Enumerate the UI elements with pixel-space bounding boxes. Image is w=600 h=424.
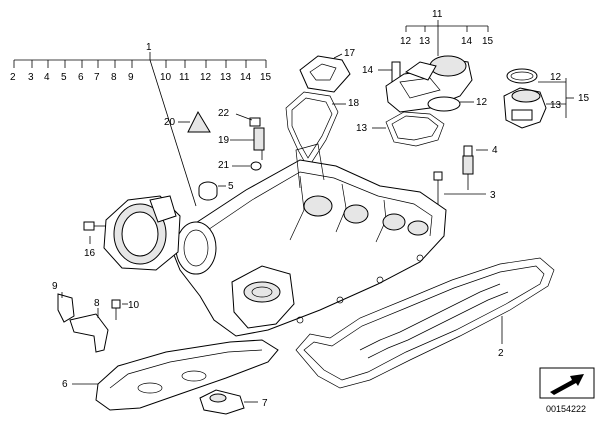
reference-number: 00154222 xyxy=(546,404,586,414)
row-label: 12 xyxy=(200,72,212,83)
part-7-clip xyxy=(199,389,258,415)
row-label: 4 xyxy=(44,72,50,83)
row-label: 13 xyxy=(220,72,232,83)
row-label: 8 xyxy=(111,72,117,83)
callout-16: 16 xyxy=(84,248,96,259)
part-10-bolt xyxy=(111,299,128,320)
callout-20: 20 xyxy=(164,117,176,128)
callout-12-right: 12 xyxy=(550,72,562,83)
part-8-bracket xyxy=(69,308,109,353)
callout-18: 18 xyxy=(348,98,360,109)
part-13-gasket xyxy=(372,111,445,147)
top-left-row-labels: 2 3 4 5 6 7 8 9 10 11 12 13 14 15 xyxy=(10,72,272,83)
part-6-acoustic-cover xyxy=(72,339,279,411)
callout-3: 3 xyxy=(490,190,496,201)
part-20-label xyxy=(178,110,211,133)
top-left-ticks xyxy=(13,60,267,68)
callout-10: 10 xyxy=(128,300,140,311)
part-12-seal xyxy=(427,96,474,112)
row-label: 15 xyxy=(260,72,272,83)
part-18-gasket xyxy=(285,91,346,169)
row-label: 5 xyxy=(61,72,67,83)
part-4-plug xyxy=(462,145,488,190)
callout-12: 12 xyxy=(476,97,488,108)
callout-13: 13 xyxy=(356,123,368,134)
row-label: 10 xyxy=(160,72,172,83)
callout-14: 14 xyxy=(362,65,374,76)
row-label: 3 xyxy=(28,72,34,83)
row-label: 14 xyxy=(240,72,252,83)
part-13-valve-right xyxy=(503,87,547,129)
row-label: 9 xyxy=(128,72,134,83)
callout-bracket-kit-1 xyxy=(13,52,267,207)
row-label: 14 xyxy=(461,36,473,47)
callout-17: 17 xyxy=(344,48,356,59)
part-9-clip xyxy=(57,292,75,323)
part-19-sensor xyxy=(230,113,265,160)
callout-8: 8 xyxy=(94,298,100,309)
callout-5: 5 xyxy=(228,181,234,192)
row-label: 13 xyxy=(419,36,431,47)
callout-bracket-kit-11 xyxy=(405,20,489,56)
part-21-oring xyxy=(232,161,262,171)
row-label: 11 xyxy=(179,72,190,83)
callout-22: 22 xyxy=(218,108,230,119)
callout-7: 7 xyxy=(262,398,268,409)
callout-13-right: 13 xyxy=(550,100,562,111)
part-16-throttle-housing xyxy=(83,195,181,271)
callout-11: 11 xyxy=(432,9,443,20)
callout-19: 19 xyxy=(218,135,230,146)
part-17-cap xyxy=(299,53,351,93)
callout-2: 2 xyxy=(498,348,504,359)
part-5-plug xyxy=(198,181,226,201)
callout-21: 21 xyxy=(218,160,230,171)
row-label: 7 xyxy=(94,72,100,83)
callout-15: 15 xyxy=(578,93,590,104)
part-1-cylinder-head-cover xyxy=(171,143,447,337)
row-label: 12 xyxy=(400,36,412,47)
callout-9: 9 xyxy=(52,281,58,292)
callout-6: 6 xyxy=(62,379,68,390)
part-2-gasket xyxy=(295,257,555,389)
callout-bracket-15 xyxy=(538,78,574,118)
direction-arrow-box xyxy=(539,367,595,399)
row-label: 6 xyxy=(78,72,84,83)
row-label: 2 xyxy=(10,72,16,83)
top-right-row-labels: 12 13 14 15 xyxy=(400,36,494,47)
part-12-ring-right xyxy=(506,68,538,84)
part-3-bolt xyxy=(433,171,486,212)
callout-1: 1 xyxy=(146,42,152,53)
row-label: 15 xyxy=(482,36,494,47)
callout-4: 4 xyxy=(492,145,498,156)
